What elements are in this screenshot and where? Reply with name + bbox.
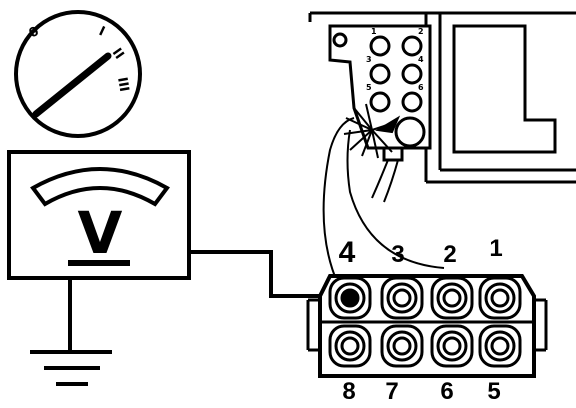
pin-label-8: 8 (342, 378, 355, 405)
pin-label-1: 1 (489, 235, 502, 262)
connector-pin-3 (380, 276, 424, 320)
connector-pin-8 (328, 324, 372, 368)
ecu-label-5: 5 (366, 83, 372, 92)
connector-pin-4 (328, 276, 372, 320)
connector-pin-2 (430, 276, 474, 320)
connector-pin-6 (430, 324, 474, 368)
pin-label-2: 2 (443, 241, 456, 268)
ignition-position-iii: III (114, 76, 131, 93)
ecu-label-2: 2 (418, 27, 424, 36)
ground-symbol (30, 278, 112, 386)
voltmeter-symbol: V (78, 199, 123, 267)
ecu-label-3: 3 (366, 55, 372, 64)
connector-to-ecu-wire-2 (346, 129, 445, 269)
connector-pin-5 (478, 324, 522, 368)
pin-label-4: 4 (339, 236, 356, 269)
connector-pin-7 (380, 324, 424, 368)
test-probe-spark (343, 103, 401, 159)
control-unit: 1 2 3 4 5 6 (308, 11, 576, 203)
ignition-position-i: I (96, 24, 107, 40)
pin-label-7: 7 (385, 378, 398, 405)
ecu-label-6: 6 (418, 83, 424, 92)
connector-pins (328, 276, 522, 368)
ecu-label-1: 1 (371, 27, 377, 36)
ignition-switch: 0 I II III (14, 10, 142, 138)
pin-label-5: 5 (487, 378, 500, 405)
voltmeter-scale (30, 167, 170, 207)
ecu-label-4: 4 (418, 55, 424, 64)
pin-label-3: 3 (391, 241, 404, 268)
pin-label-6: 6 (440, 378, 453, 405)
connector-to-ecu-wire (322, 117, 355, 285)
voltmeter: V (7, 150, 191, 280)
meter-lead-wire (189, 250, 338, 298)
connector-pin-1 (478, 276, 522, 320)
